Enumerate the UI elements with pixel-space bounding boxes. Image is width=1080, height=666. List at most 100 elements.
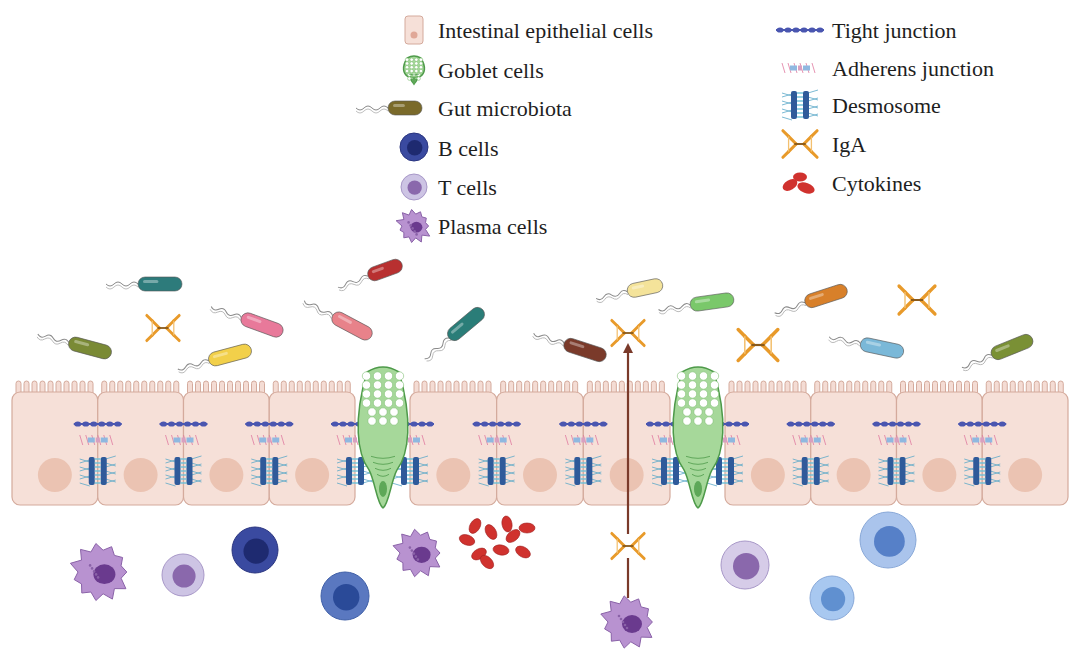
iga-dimer: [612, 320, 644, 345]
plasma-dot: [413, 230, 416, 233]
mucin-granule: [415, 62, 419, 66]
plasma-membrane: [70, 544, 126, 601]
tj-dot: [655, 421, 662, 426]
ds-fiber: [505, 456, 515, 459]
ds-link: [266, 470, 272, 471]
ds-link: [352, 466, 358, 467]
plasma-cell: [601, 596, 653, 648]
tj-dot: [793, 27, 800, 32]
ds-fiber: [819, 471, 829, 474]
ds-fiber: [879, 467, 889, 470]
ds-link: [797, 100, 803, 101]
cell-membrane: [162, 554, 204, 596]
ds-plaque: [888, 457, 894, 485]
adherens-junction: [964, 435, 997, 445]
flagellum: [962, 356, 993, 372]
aj-block: [586, 438, 593, 443]
tj-dot: [473, 421, 480, 426]
ds-link: [667, 478, 673, 479]
plasma-dot: [620, 618, 623, 621]
cell-membrane: [860, 512, 916, 568]
cell-membrane: [721, 541, 769, 589]
iga-arm: [174, 335, 179, 340]
highlight: [74, 340, 90, 347]
tj-dot: [803, 421, 810, 426]
iga-arm: [632, 333, 639, 340]
iga-arm: [167, 321, 174, 328]
iga-arm: [804, 136, 812, 144]
highlight: [631, 284, 644, 290]
tj-dot: [592, 421, 599, 426]
flagellum: [338, 277, 369, 292]
desmosome: [565, 456, 601, 486]
tj-dot: [600, 421, 607, 426]
desmosome: [166, 456, 202, 486]
ds-fiber: [808, 105, 818, 108]
flagellum: [532, 334, 564, 348]
cell-membrane: [400, 133, 428, 161]
ds-fiber: [80, 459, 90, 462]
aj-fiber: [879, 435, 882, 445]
mucin-granule: [390, 408, 398, 416]
aj-fiber: [565, 435, 568, 445]
legend-entry: Cytokines: [832, 171, 921, 197]
ds-fiber: [106, 480, 116, 483]
highlight: [569, 341, 585, 349]
ds-fiber: [337, 468, 347, 471]
iga-j-chain: [794, 143, 805, 145]
b-cell: [232, 527, 278, 573]
ds-fiber: [80, 468, 90, 471]
plasma-nucleus: [413, 547, 431, 563]
mucin-granule: [677, 372, 685, 380]
aj-fiber: [479, 435, 482, 445]
ds-fiber: [733, 471, 743, 474]
tj-dot: [827, 421, 834, 426]
iga-arm: [899, 308, 905, 314]
ds-plaque: [814, 457, 820, 485]
tj-dot: [419, 421, 426, 426]
ds-fiber: [166, 460, 176, 463]
ds-fiber: [565, 483, 575, 486]
ds-link: [894, 458, 900, 459]
b-cell: [321, 572, 369, 620]
flagellum: [596, 290, 628, 301]
ds-link: [667, 482, 673, 483]
iga-hinge: [617, 326, 618, 340]
ds-fiber: [652, 467, 662, 470]
iga-hinge: [788, 136, 789, 151]
ds-fiber: [990, 456, 1000, 459]
ds-fiber: [793, 460, 803, 463]
tj-dot: [726, 421, 733, 426]
ds-plaque: [791, 91, 797, 119]
ds-fiber: [964, 475, 974, 478]
ds-fiber: [166, 476, 176, 479]
ds-fiber: [793, 475, 803, 478]
bacterium: [531, 327, 608, 364]
cell-body: [497, 392, 584, 505]
ds-link: [407, 474, 413, 475]
tight-junction: [473, 421, 521, 426]
iga-arm: [771, 330, 778, 337]
ds-link: [352, 478, 358, 479]
aj-block: [88, 438, 95, 443]
mucin-granule: [373, 390, 381, 398]
ds-fiber: [565, 475, 575, 478]
iga-arm: [905, 300, 913, 308]
mucin-granule: [688, 399, 696, 407]
iga-arm: [152, 321, 159, 328]
iga-arm: [617, 539, 624, 546]
flagellum: [828, 338, 860, 349]
ds-fiber: [782, 102, 792, 105]
ds-link: [407, 478, 413, 479]
iga-arm: [639, 320, 644, 325]
legend-icons: [356, 16, 824, 243]
ds-fiber: [418, 463, 428, 466]
ds-link: [894, 478, 900, 479]
ds-fiber: [905, 471, 915, 474]
tj-dot: [254, 421, 261, 426]
legend-entry: B cells: [438, 136, 499, 162]
legend-entry: Gut microbiota: [438, 96, 572, 122]
mucin-granule: [688, 381, 696, 389]
cell-body: [98, 392, 184, 505]
tight-junction: [74, 421, 122, 426]
